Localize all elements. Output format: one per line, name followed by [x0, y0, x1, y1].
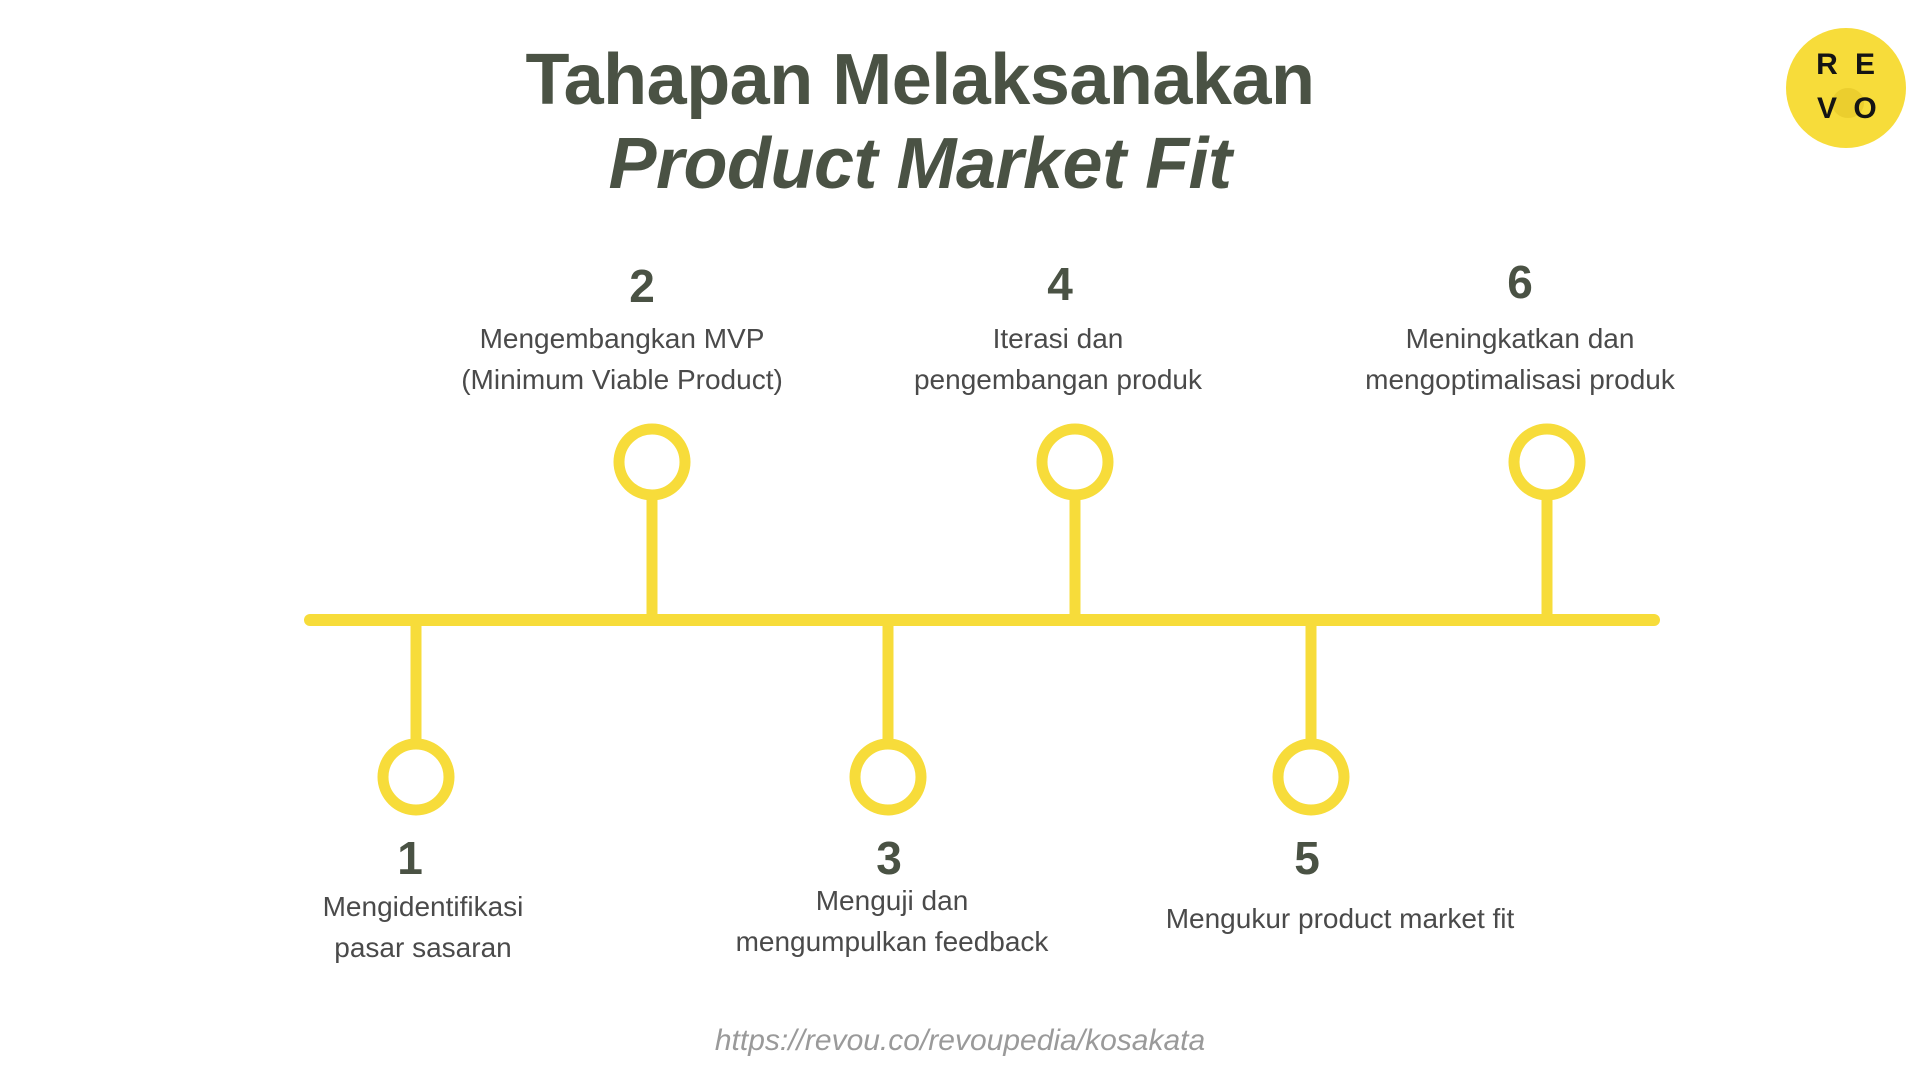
step-6-number: 6 [1507, 256, 1533, 308]
step-6-text: Meningkatkan dan mengoptimalisasi produk [1365, 323, 1675, 395]
step-1-text: Mengidentifikasi pasar sasaran [322, 891, 524, 963]
logo-letter-o: O [1853, 92, 1877, 125]
step-4-text: Iterasi dan pengembangan produk [913, 323, 1202, 395]
step-3-text: Menguji dan mengumpulkan feedback [735, 885, 1049, 957]
step-2-node [613, 423, 691, 501]
step-6-node [1508, 423, 1586, 501]
logo-letter-v: V [1816, 92, 1837, 125]
step-3-node [849, 738, 927, 816]
revou-logo: R E V O [1786, 28, 1906, 148]
step-1-number: 1 [397, 832, 423, 884]
step-3-number: 3 [876, 832, 902, 884]
step-5-number: 5 [1294, 832, 1320, 884]
source-url: https://revou.co/revoupedia/kosakata [714, 1024, 1206, 1057]
step-4-node [1036, 423, 1114, 501]
step-1-node [377, 738, 455, 816]
logo-swirl-icon [1832, 88, 1864, 118]
step-2-number: 2 [629, 260, 655, 312]
step-4-number: 4 [1047, 258, 1073, 310]
title-block: Tahapan Melaksanakan Product Market Fit [0, 38, 1840, 206]
page-title: Tahapan Melaksanakan [525, 40, 1316, 120]
logo-letter-e: E [1854, 48, 1875, 81]
logo-letter-r: R [1816, 48, 1838, 81]
page-subtitle: Product Market Fit [608, 124, 1232, 204]
step-5-node [1272, 738, 1350, 816]
step-5-text: Mengukur product market fit [1165, 903, 1515, 934]
step-2-text: Mengembangkan MVP (Minimum Viable Produc… [461, 323, 783, 395]
